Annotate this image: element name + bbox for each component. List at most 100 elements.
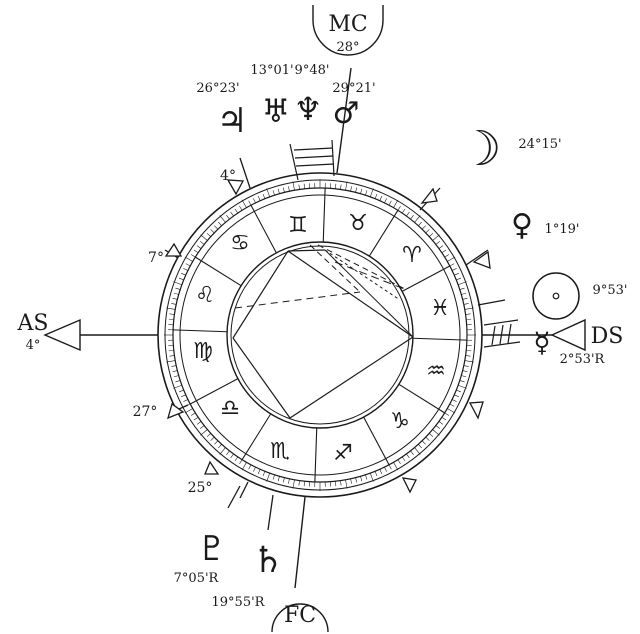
aspect-line-dashed — [334, 261, 408, 291]
degree-tick — [196, 421, 202, 425]
degree-ticks — [164, 179, 476, 491]
degree-tick — [226, 450, 230, 455]
sign-virgo-icon: ♍ — [193, 339, 213, 364]
degree-tick — [464, 307, 474, 310]
degree-tick — [196, 245, 202, 249]
degree-tick — [173, 281, 182, 286]
degree-tick — [168, 350, 174, 352]
degree-tick — [466, 350, 472, 352]
imum-coeli-arc-icon — [271, 603, 329, 633]
jupiter-degree: 26°23' — [196, 81, 239, 96]
sign-libra-icon: ♎ — [220, 396, 240, 421]
degree-tick — [288, 478, 290, 484]
degree-tick — [438, 421, 444, 425]
degree-tick — [418, 444, 422, 449]
degree-tick — [277, 476, 280, 482]
planets: ♃ 26°23' ♅ 13°01' ♆ 9°48' ♂ 29°21' ☽ 24°… — [174, 63, 628, 610]
cusp-marker-icon — [164, 242, 183, 257]
degree-tick — [355, 187, 358, 193]
degree-tick — [234, 456, 239, 462]
degree-tick — [355, 477, 358, 483]
degree-tick — [463, 303, 469, 305]
degree-tick — [458, 384, 467, 389]
degree-tick — [200, 241, 205, 245]
degree-tick — [454, 394, 459, 398]
degree-tick — [393, 462, 399, 471]
degree-tick — [393, 199, 399, 208]
degree-tick — [462, 297, 468, 300]
degree-tick — [444, 254, 450, 258]
imum-coeli-label: FC — [284, 603, 316, 628]
degree-tick — [414, 447, 421, 455]
degree-tick — [447, 256, 456, 262]
degree-tick — [166, 360, 176, 363]
degree-tick — [379, 469, 383, 474]
degree-tick — [350, 478, 352, 484]
degree-tick — [374, 471, 378, 477]
degree-tick — [175, 287, 181, 290]
axis-labels: AS 4° DS MC 28° FC — [17, 12, 624, 628]
outer-ring — [157, 172, 483, 498]
degree-tick — [456, 389, 462, 393]
degree-tick — [441, 416, 447, 421]
degree-tick — [166, 307, 176, 310]
cusp-line — [239, 157, 251, 189]
degree-tick — [461, 292, 467, 295]
sign-divider — [322, 188, 326, 243]
degree-tick — [410, 450, 414, 455]
cusp-marker-icon — [167, 402, 185, 420]
aspect-line — [232, 337, 291, 419]
degree-tick — [462, 370, 468, 373]
degree-tick — [384, 198, 387, 204]
degree-tick — [262, 193, 266, 199]
cusp-degree-label: 4° — [220, 168, 236, 184]
degree-tick — [226, 215, 230, 220]
degree-tick — [388, 464, 392, 470]
sign-pisces-icon: ♓ — [430, 296, 450, 321]
aspect-lines — [232, 244, 414, 419]
aspect-line-dotted — [324, 249, 401, 301]
neptune-degree: 9°48' — [295, 63, 330, 78]
venus-degree: 1°19' — [545, 222, 580, 237]
degree-tick — [282, 187, 285, 193]
degree-tick — [418, 221, 422, 226]
degree-tick — [218, 221, 222, 226]
sign-aries-icon: ♈ — [402, 243, 422, 268]
descendant-arrow-icon — [550, 318, 586, 352]
degree-tick — [369, 188, 374, 197]
degree-tick — [239, 205, 243, 211]
degree-tick — [414, 215, 421, 223]
degree-tick — [219, 447, 226, 455]
degree-tick — [360, 188, 363, 194]
degree-tick — [303, 183, 305, 189]
sign-divider — [368, 210, 399, 257]
degree-tick — [303, 481, 305, 487]
sign-divider — [412, 337, 467, 341]
degree-tick — [241, 199, 247, 208]
degree-tick — [210, 229, 215, 234]
sun-icon — [532, 272, 580, 320]
degree-tick — [230, 453, 234, 459]
sign-dividers — [173, 188, 467, 482]
degree-tick — [406, 211, 410, 217]
degree-tick — [248, 200, 252, 206]
degree-tick — [181, 394, 186, 398]
aspect-line-dashed — [234, 291, 361, 309]
degree-tick — [266, 188, 271, 197]
degree-tick — [397, 459, 401, 465]
sign-taurus-icon: ♉ — [348, 211, 368, 236]
degree-tick — [374, 193, 378, 199]
zodiac-signs: ♊ ♉ ♈ ♓ ♒ ♑ ♐ ♏ ♎ ♍ ♌ ♋ — [193, 211, 450, 466]
degree-tick — [200, 234, 208, 241]
sign-aquarius-icon: ♒ — [426, 359, 446, 384]
degree-tick — [200, 425, 205, 429]
degree-tick — [425, 229, 430, 234]
pluto-icon: ♇ — [197, 529, 227, 569]
imum-coeli-line — [294, 496, 306, 589]
midheaven-line — [336, 67, 352, 174]
degree-tick — [432, 234, 440, 241]
saturn-degree: 19°55'R — [212, 595, 266, 610]
cusp-marker-icon — [468, 401, 484, 420]
degree-tick — [360, 476, 363, 482]
